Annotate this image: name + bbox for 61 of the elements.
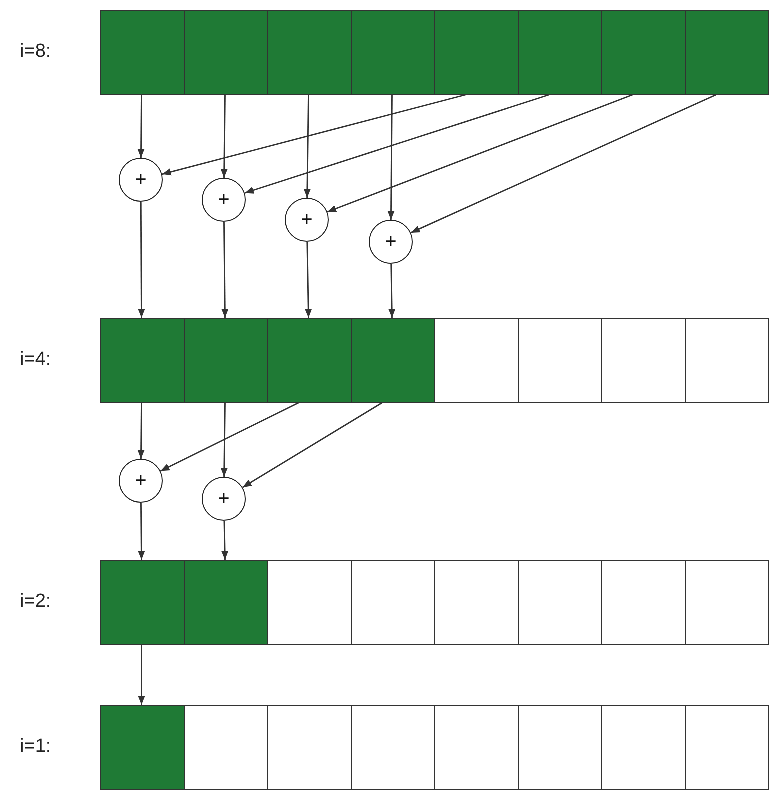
arrow	[162, 94, 466, 176]
array-cell	[100, 318, 184, 403]
array-cell	[100, 705, 184, 790]
arrow	[222, 222, 229, 318]
array-cell	[601, 560, 686, 645]
arrow	[220, 95, 228, 178]
adder-node: +	[202, 178, 246, 222]
array-cell	[184, 10, 268, 95]
array-cell	[100, 560, 184, 645]
array-cell	[350, 560, 435, 645]
array-cell	[601, 10, 686, 95]
adder-node: +	[369, 220, 413, 264]
arrow	[221, 520, 229, 560]
array-cell	[434, 318, 518, 403]
array-cell	[518, 10, 602, 95]
row-label: i=1:	[20, 736, 52, 758]
adder-node: +	[119, 459, 163, 503]
array-cell	[184, 560, 268, 645]
array-cell	[684, 318, 769, 403]
arrow	[327, 94, 633, 213]
adder-node: +	[202, 477, 246, 521]
array-cell	[684, 10, 769, 95]
array-cell	[184, 705, 268, 790]
array-cell	[684, 705, 769, 790]
arrow	[160, 402, 300, 472]
array-cell	[601, 318, 686, 403]
arrow	[138, 95, 145, 158]
array-cell	[601, 705, 686, 790]
row-label: i=4:	[20, 348, 52, 370]
array-cell	[100, 10, 184, 95]
array-cell	[184, 318, 268, 403]
array-cell	[350, 705, 435, 790]
array-cell	[267, 318, 352, 403]
arrow	[220, 403, 228, 477]
arrow	[244, 94, 550, 194]
adder-node: +	[119, 158, 163, 202]
array-cell	[518, 705, 602, 790]
arrow	[410, 94, 717, 234]
arrow	[138, 403, 145, 459]
arrow	[138, 202, 146, 318]
array-cell	[350, 10, 435, 95]
array-cell	[434, 560, 518, 645]
row-label: i=8:	[20, 40, 52, 62]
array-cell	[350, 318, 435, 403]
array-cell	[434, 705, 518, 790]
adder-node: +	[285, 198, 329, 242]
array-cell	[434, 10, 518, 95]
arrow	[305, 242, 312, 318]
array-cell	[267, 705, 352, 790]
arrow	[138, 503, 146, 560]
arrow	[388, 95, 395, 220]
arrow	[138, 645, 146, 705]
arrow	[388, 264, 396, 318]
array-cell	[267, 10, 352, 95]
array-cell	[518, 318, 602, 403]
array-cell	[518, 560, 602, 645]
arrow	[242, 402, 383, 488]
row-label: i=2:	[20, 590, 52, 612]
array-cell	[684, 560, 769, 645]
arrow	[304, 95, 312, 198]
array-cell	[267, 560, 352, 645]
